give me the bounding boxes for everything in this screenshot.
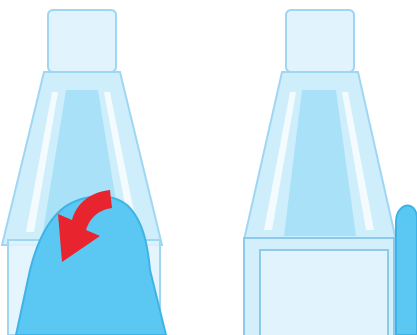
bottle-highlight-left bbox=[26, 92, 58, 232]
right-panel bbox=[242, 9, 417, 335]
bottle-neck-top bbox=[285, 9, 355, 73]
bottle-highlight-right bbox=[104, 92, 138, 232]
bottle-neck-icon bbox=[242, 9, 398, 241]
bottle-inner-channel bbox=[284, 90, 356, 236]
bottle-highlight-right bbox=[342, 92, 374, 230]
finger-icon bbox=[395, 204, 417, 335]
arrow-shape bbox=[58, 190, 112, 262]
red-curved-arrow bbox=[58, 190, 112, 262]
bottle-highlight-left bbox=[264, 92, 296, 230]
bottle-neck-top bbox=[47, 9, 117, 73]
cap-icon bbox=[243, 237, 395, 335]
cap-inner bbox=[259, 249, 389, 335]
left-panel bbox=[0, 9, 168, 335]
